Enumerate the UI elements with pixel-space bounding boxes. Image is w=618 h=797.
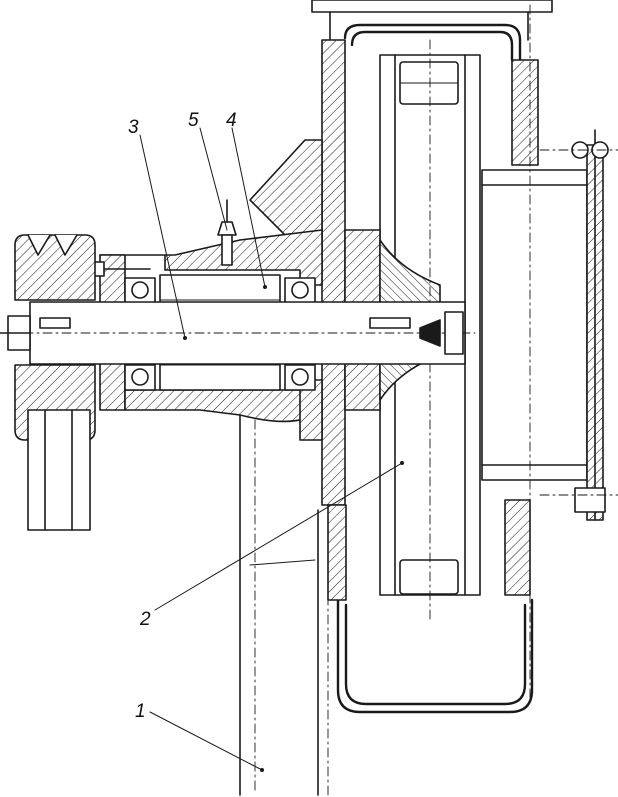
label-5: 5	[188, 110, 199, 131]
shaft	[4, 301, 476, 365]
inlet-cover	[481, 129, 618, 521]
label-3: 3	[128, 117, 139, 138]
fan-housing	[249, 23, 539, 714]
leader-lines	[139, 127, 404, 772]
label-1: 1	[135, 701, 146, 722]
label-4: 4	[226, 110, 237, 131]
support-post	[239, 409, 329, 796]
centre-lines	[254, 4, 531, 791]
top-flange	[311, 0, 553, 41]
v-belt-pulley	[0, 234, 96, 531]
label-2: 2	[139, 609, 151, 630]
